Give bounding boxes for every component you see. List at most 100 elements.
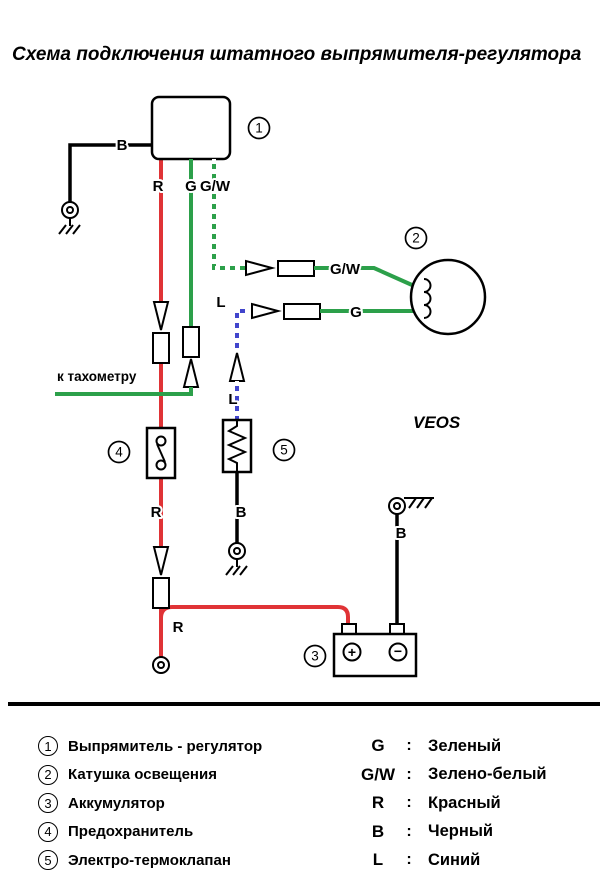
wire-code: G: [371, 736, 385, 756]
wire-color-name: Синий: [428, 850, 481, 869]
legend-component-row: 5 Электро-термоклапан: [38, 846, 262, 875]
bullet-connector-icon: [152, 301, 170, 331]
battery-minus-sign: −: [394, 643, 402, 659]
wire-green-white-coil: G/W: [212, 159, 413, 287]
wire-label-r-mid: R: [151, 504, 162, 521]
battery-component: + −: [332, 623, 418, 678]
ring-terminal-icon: [152, 656, 170, 674]
component-5-badge: 5: [272, 438, 296, 462]
svg-text:1: 1: [255, 121, 263, 136]
component-3-badge: 3: [303, 644, 327, 668]
component-number-badge: 5: [38, 850, 58, 871]
wire-red-battery-branch: [159, 605, 350, 624]
component-number-badge: 1: [38, 736, 58, 757]
inline-connector-icon: [283, 303, 321, 320]
svg-text:2: 2: [412, 231, 420, 246]
wire-green-coil-l-junction: L G: [214, 292, 414, 350]
legend-component-row: 3 Аккумулятор: [38, 789, 262, 818]
wire-label-gw-coil: G/W: [330, 261, 361, 278]
wire-blue-valve: L: [226, 352, 246, 420]
wire-color-name: Зеленый: [428, 736, 502, 755]
legend-color-row: R : Красный: [358, 789, 547, 818]
bullet-connector-icon: [228, 352, 246, 382]
thermo-valve-component: [221, 418, 253, 474]
veos-label: VEOS: [413, 413, 461, 432]
bullet-connector-icon: [152, 546, 170, 576]
wire-color-name: Черный: [428, 822, 494, 841]
legend-component-label: Выпрямитель - регулятор: [68, 737, 263, 755]
svg-text:4: 4: [115, 445, 123, 460]
wire-label-l-junction: L: [216, 294, 225, 311]
legend-divider: [8, 702, 600, 706]
colon: :: [406, 822, 412, 840]
bullet-connector-icon: [251, 302, 282, 320]
legend-color-row: L : Синий: [358, 846, 547, 875]
wire-label-g-coil: G: [350, 304, 362, 321]
component-number-badge: 2: [38, 764, 58, 785]
lighting-coil-component: [409, 258, 487, 336]
component-number-badge: 3: [38, 793, 58, 814]
legend-component-label: Катушка освещения: [68, 766, 217, 784]
ground-terminal-icon: [225, 542, 248, 576]
tachometer-label: к тахометру: [57, 369, 137, 384]
colon: :: [406, 851, 412, 869]
inline-connector-icon: [152, 577, 170, 609]
legend-components: 1 Выпрямитель - регулятор 2 Катушка осве…: [38, 732, 262, 875]
battery-terminal-plus: [341, 623, 357, 635]
wire-label-b-valve: B: [236, 504, 247, 521]
wire-label-gw-top: G/W: [200, 178, 231, 195]
wire-red-chain: [152, 159, 350, 674]
wire-color-name: Зелено-белый: [428, 765, 547, 784]
legend-component-label: Аккумулятор: [68, 794, 165, 812]
colon: :: [406, 794, 412, 812]
wire-b-valve-ground: B: [225, 472, 249, 576]
battery-plus-sign: +: [348, 644, 356, 660]
legend-color-row: G : Зеленый: [358, 732, 547, 761]
wire-code: L: [372, 850, 384, 870]
svg-text:3: 3: [311, 649, 319, 664]
wire-code: B: [371, 821, 385, 841]
inline-connector-icon: [277, 260, 315, 277]
svg-text:5: 5: [280, 443, 288, 458]
inline-connector-icon: [152, 332, 170, 364]
rectifier-regulator-box: [150, 95, 232, 161]
resistor-zigzag-icon: [226, 421, 248, 471]
wire-code: R: [371, 793, 385, 813]
fuse-component: [145, 426, 177, 480]
legend-wire-colors: G : Зеленый G/W : Зелено-белый R : Красн…: [358, 732, 547, 875]
wiring-diagram: 4 1 B к тахометру: [55, 95, 487, 678]
battery-body: [332, 632, 418, 678]
wire-b-regulator-ground: B: [58, 135, 152, 235]
colon: :: [406, 737, 412, 755]
wire-b-battery-ground: B: [388, 497, 434, 624]
component-4-badge: 4: [107, 440, 131, 464]
wire-code: G/W: [361, 764, 395, 784]
wire-label-r-top: R: [153, 178, 164, 195]
inline-connector-icon: [182, 326, 200, 358]
wire-color-name: Красный: [428, 793, 501, 812]
wire-label-b-battery: B: [396, 525, 407, 542]
legend-color-row: B : Черный: [358, 818, 547, 847]
legend-component-row: 1 Выпрямитель - регулятор: [38, 732, 262, 761]
ground-terminal-icon: [388, 497, 434, 515]
wire-label-r-battery: R: [173, 619, 184, 636]
wire-label-l-valve: L: [228, 391, 237, 408]
legend-component-row: 2 Катушка освещения: [38, 761, 262, 790]
component-number-badge: 4: [38, 821, 58, 842]
legend-component-label: Предохранитель: [68, 823, 194, 841]
bullet-connector-icon: [182, 358, 200, 388]
wire-label-b: B: [117, 137, 128, 154]
bullet-connector-icon: [245, 259, 276, 277]
legend-color-row: G/W : Зелено-белый: [358, 761, 547, 790]
component-2-badge: 2: [404, 226, 428, 250]
legend-component-label: Электро-термоклапан: [68, 851, 231, 869]
wire-label-g-top: G: [185, 178, 197, 195]
page-title: Схема подключения штатного выпрямителя-р…: [12, 44, 582, 65]
wire-green-tachometer: к тахометру: [55, 159, 200, 396]
component-1-badge: 1: [247, 116, 271, 140]
legend-component-row: 4 Предохранитель: [38, 818, 262, 847]
colon: :: [406, 765, 412, 783]
coil-winding-icon: [423, 278, 432, 319]
ground-terminal-icon: [58, 201, 81, 235]
